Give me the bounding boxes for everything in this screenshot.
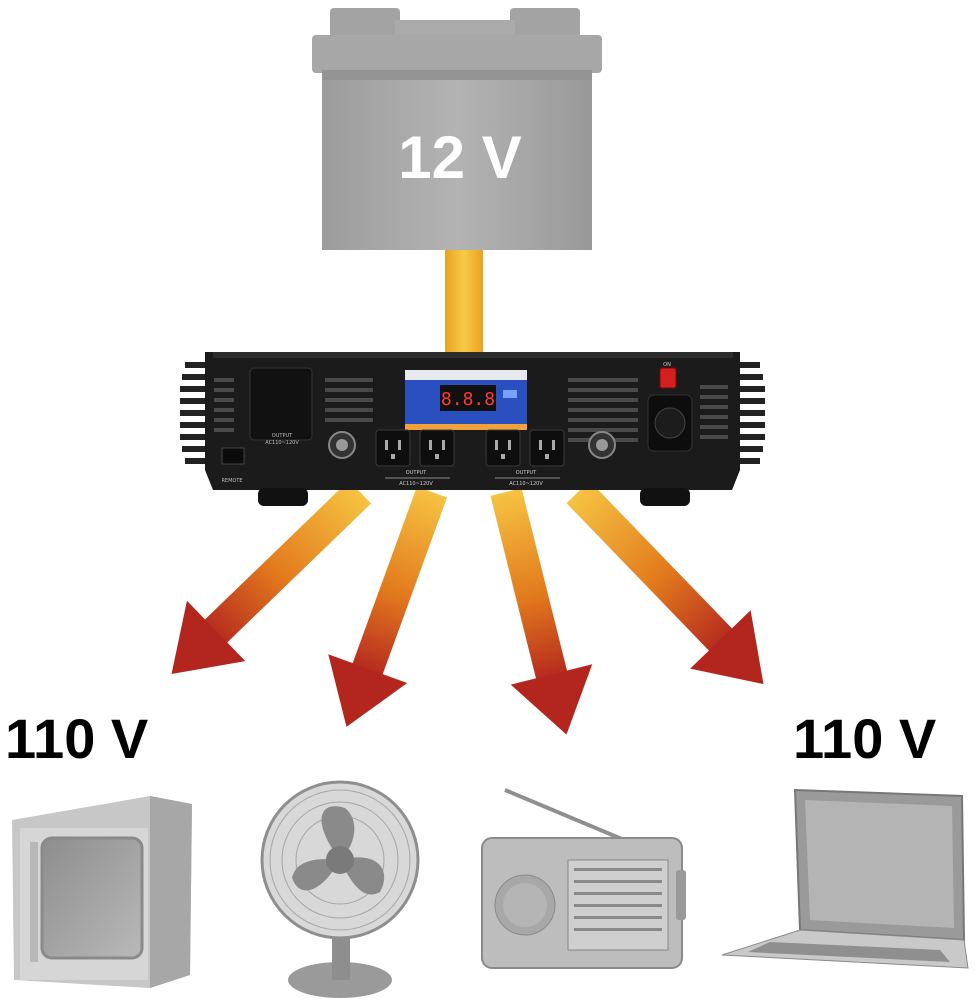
power-label: ON (663, 362, 671, 368)
ac-outlet[interactable] (530, 430, 564, 466)
dc-socket[interactable] (648, 395, 692, 451)
terminal-left[interactable] (329, 432, 355, 458)
panel-left-top-text: OUTPUT (272, 433, 293, 439)
output-label-left: OUTPUT (406, 470, 427, 476)
radio (482, 790, 686, 968)
output-voltage-label-left: 110 V (5, 707, 148, 770)
output-range-right: AC110~120V (509, 481, 543, 487)
battery-voltage-label: 12 V (398, 124, 521, 191)
laptop (722, 790, 968, 968)
output-label-right: OUTPUT (516, 470, 537, 476)
display-panel: 8.8.8 (405, 370, 527, 430)
power-cable (445, 245, 483, 360)
inverter: OUTPUT AC110~120V REMOTE 8.8.8 (180, 352, 765, 506)
remote-label: REMOTE (221, 478, 242, 484)
crt-television (12, 796, 192, 988)
ac-outlet[interactable] (486, 430, 520, 466)
output-range-left: AC110~120V (399, 481, 433, 487)
desk-fan (262, 782, 418, 998)
battery: 12 V (312, 8, 602, 250)
ac-outlet[interactable] (420, 430, 454, 466)
panel-left-bottom-text: AC110~120V (265, 440, 299, 446)
ac-outlet[interactable] (376, 430, 410, 466)
power-switch[interactable] (660, 368, 676, 388)
output-voltage-label-right: 110 V (793, 707, 936, 770)
remote-port[interactable] (222, 448, 244, 464)
output-arrows (142, 462, 793, 745)
output-panel-left (250, 368, 312, 440)
display-readout: 8.8.8 (441, 389, 495, 410)
terminal-right[interactable] (589, 432, 615, 458)
